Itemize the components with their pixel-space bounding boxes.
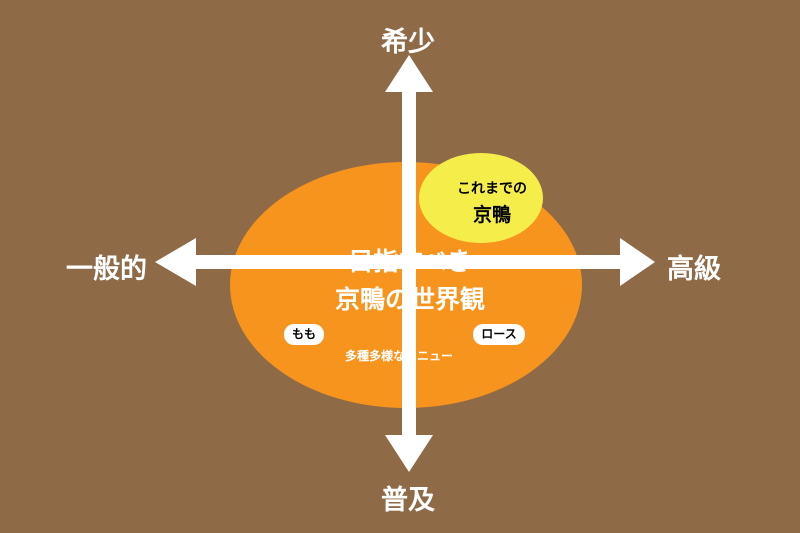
- tag-momo: もも: [284, 324, 324, 345]
- previous-label-line2: 京鴨: [472, 204, 511, 226]
- center-title-line2: 京鴨の世界観: [334, 285, 485, 314]
- variety-menu-label: 多種多様なメニュー: [345, 349, 454, 363]
- axis-label-rare: 希少: [381, 27, 435, 58]
- previous-label-line1: これまでの: [457, 181, 527, 197]
- axis-label-general: 一般的: [66, 254, 147, 285]
- vertical-axis-arrow: [385, 55, 433, 472]
- center-title-line1: 目指すべき: [348, 247, 472, 276]
- previous-ellipse: [419, 153, 543, 243]
- tag-rosu: ロース: [473, 324, 525, 345]
- axis-label-common-spread: 普及: [381, 485, 435, 516]
- axis-label-luxury: 高級: [667, 254, 721, 285]
